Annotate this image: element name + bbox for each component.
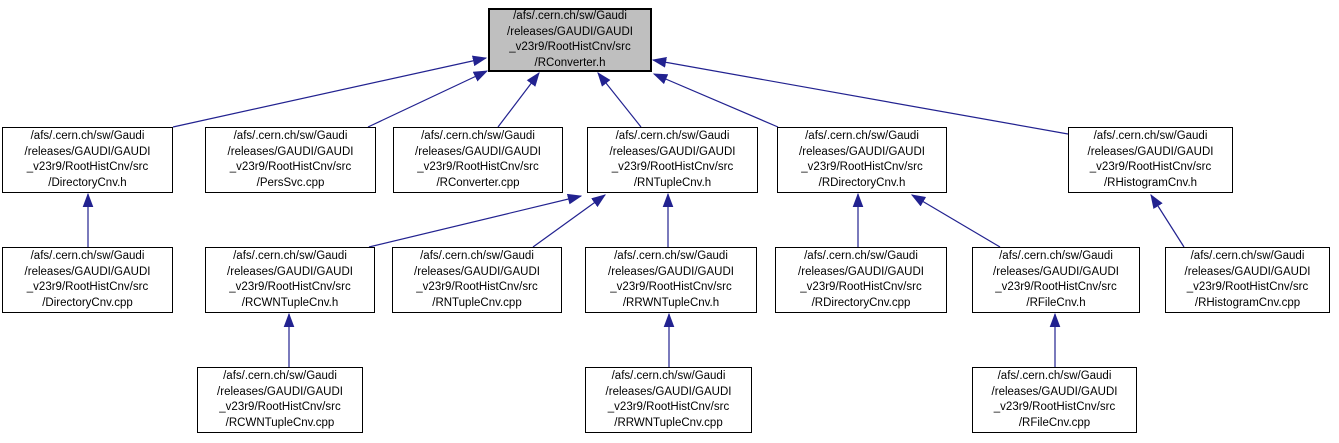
edge-rhistogramcnv-h-to-rconverter-h bbox=[651, 57, 1069, 135]
node-rrwntuplecnv-h[interactable]: /afs/.cern.ch/sw/Gaudi /releases/GAUDI/G… bbox=[585, 247, 757, 313]
edge-rntuplecnv-cpp-to-rntuplecnv-h bbox=[532, 194, 606, 248]
node-rhistogramcnv-cpp[interactable]: /afs/.cern.ch/sw/Gaudi /releases/GAUDI/G… bbox=[1165, 247, 1330, 313]
edge-rconverter-cpp-to-rconverter-h bbox=[497, 72, 540, 128]
edge-rfilecnv-h-to-rdirectorycnv-h bbox=[910, 194, 1001, 248]
edge-perssvc-cpp-to-rconverter-h bbox=[367, 70, 489, 128]
node-rrwntuplecnv-cpp[interactable]: /afs/.cern.ch/sw/Gaudi /releases/GAUDI/G… bbox=[585, 367, 752, 433]
node-directorycnv-cpp[interactable]: /afs/.cern.ch/sw/Gaudi /releases/GAUDI/G… bbox=[2, 247, 173, 313]
edge-rdirectorycnv-h-to-rconverter-h bbox=[652, 73, 779, 128]
node-rfilecnv-h[interactable]: /afs/.cern.ch/sw/Gaudi /releases/GAUDI/G… bbox=[972, 247, 1140, 313]
edge-directorycnv-h-to-rconverter-h bbox=[172, 55, 488, 128]
node-rfilecnv-cpp[interactable]: /afs/.cern.ch/sw/Gaudi /releases/GAUDI/G… bbox=[972, 367, 1137, 433]
edge-rhistogramcnv-cpp-to-rhistogramcnv-h bbox=[1150, 193, 1185, 248]
node-rconverter-cpp[interactable]: /afs/.cern.ch/sw/Gaudi /releases/GAUDI/G… bbox=[393, 127, 563, 193]
node-directorycnv-h[interactable]: /afs/.cern.ch/sw/Gaudi /releases/GAUDI/G… bbox=[2, 127, 173, 193]
node-rcwntuplecnv-cpp[interactable]: /afs/.cern.ch/sw/Gaudi /releases/GAUDI/G… bbox=[197, 367, 363, 433]
node-rntuplecnv-h[interactable]: /afs/.cern.ch/sw/Gaudi /releases/GAUDI/G… bbox=[587, 127, 758, 193]
node-rdirectorycnv-cpp[interactable]: /afs/.cern.ch/sw/Gaudi /releases/GAUDI/G… bbox=[775, 247, 947, 313]
edge-rntuplecnv-h-to-rconverter-h bbox=[597, 72, 642, 128]
node-perssvc-cpp[interactable]: /afs/.cern.ch/sw/Gaudi /releases/GAUDI/G… bbox=[205, 127, 376, 193]
edge-rcwntuplecnv-h-to-rntuplecnv-h bbox=[368, 193, 583, 248]
node-rcwntuplecnv-h[interactable]: /afs/.cern.ch/sw/Gaudi /releases/GAUDI/G… bbox=[205, 247, 375, 313]
node-rhistogramcnv-h[interactable]: /afs/.cern.ch/sw/Gaudi /releases/GAUDI/G… bbox=[1068, 127, 1233, 193]
node-rntuplecnv-cpp[interactable]: /afs/.cern.ch/sw/Gaudi /releases/GAUDI/G… bbox=[392, 247, 562, 313]
node-rdirectorycnv-h[interactable]: /afs/.cern.ch/sw/Gaudi /releases/GAUDI/G… bbox=[777, 127, 947, 193]
node-rconverter-h[interactable]: /afs/.cern.ch/sw/Gaudi /releases/GAUDI/G… bbox=[488, 8, 652, 72]
